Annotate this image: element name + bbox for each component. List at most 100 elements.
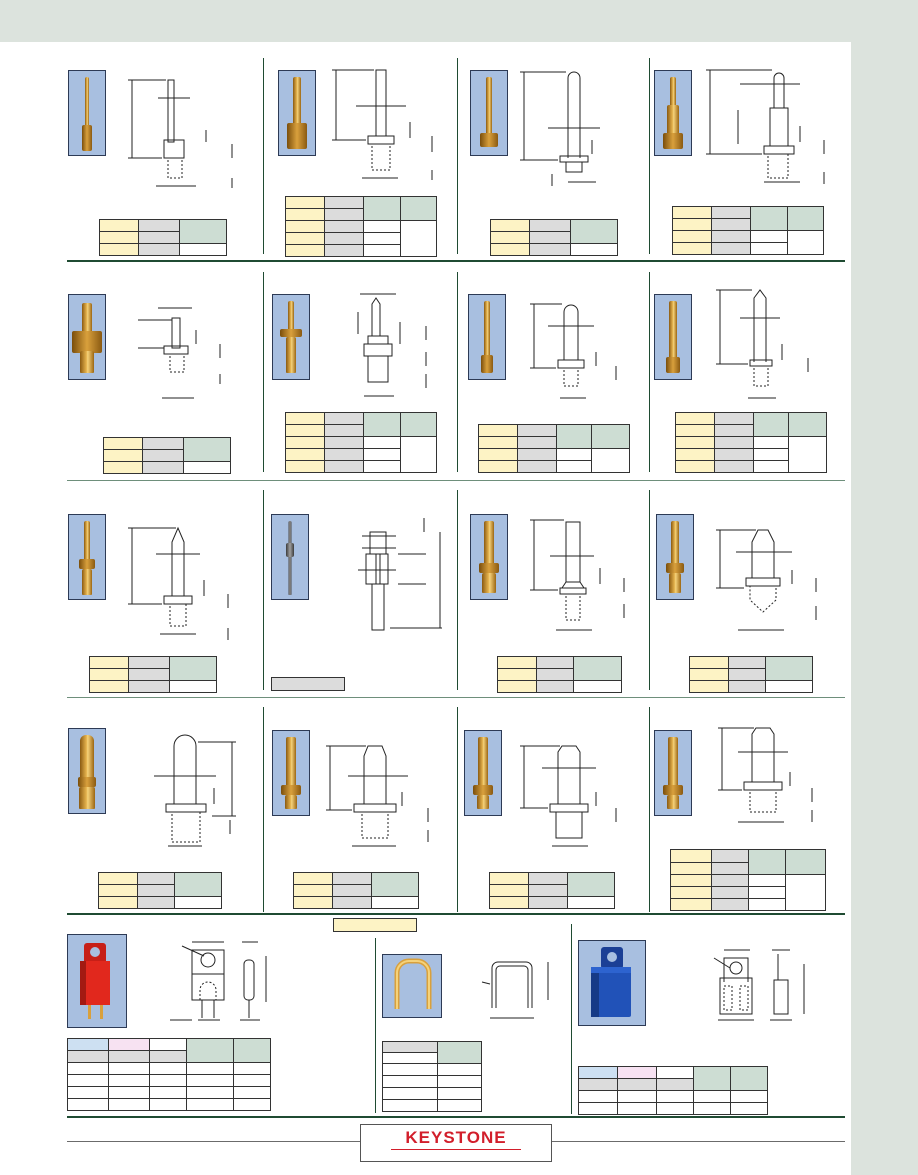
row-divider	[67, 260, 845, 262]
product-photo	[470, 514, 508, 600]
spec-table	[497, 656, 622, 693]
pin-icon	[667, 795, 679, 809]
collar-icon	[72, 331, 102, 353]
dimension-drawing	[520, 745, 617, 847]
spec-table	[285, 412, 437, 473]
spec-table	[672, 206, 824, 255]
pin-icon	[667, 105, 679, 135]
dimension-drawing	[530, 519, 625, 631]
column-divider	[263, 707, 264, 912]
pin-icon	[670, 77, 676, 107]
spec-table	[478, 424, 630, 473]
product-photo	[68, 294, 106, 380]
product-photo	[68, 514, 106, 600]
dimension-drawing	[718, 727, 813, 823]
section-tag	[333, 918, 417, 932]
collar-icon	[479, 563, 499, 573]
brand-logo-text: KEYSTONE	[405, 1128, 507, 1147]
column-divider	[457, 272, 458, 472]
spec-table	[89, 656, 217, 693]
product-photo	[271, 514, 309, 600]
product-photo	[578, 940, 646, 1026]
dimension-drawing	[716, 289, 809, 399]
spec-table	[293, 872, 419, 909]
collar-icon	[287, 123, 307, 149]
product-photo	[68, 70, 106, 156]
pin-icon	[668, 737, 678, 787]
product-photo	[654, 294, 692, 380]
column-divider	[263, 490, 264, 690]
pin-icon	[669, 573, 681, 593]
collar-icon	[666, 357, 680, 373]
collar-icon	[82, 125, 92, 151]
row-divider	[67, 1116, 845, 1118]
dimension-drawing	[481, 961, 549, 1019]
column-divider	[457, 58, 458, 254]
pin-icon	[80, 735, 94, 779]
blue-jumper-icon	[591, 947, 631, 1017]
pin-icon	[484, 301, 490, 357]
dimension-drawing	[170, 941, 267, 1021]
product-photo	[382, 954, 442, 1018]
product-photo	[67, 934, 127, 1028]
spec-table	[689, 656, 813, 693]
dimension-drawing	[520, 71, 600, 186]
dimension-drawing	[706, 69, 825, 184]
pin-icon	[84, 521, 90, 561]
spec-table	[490, 219, 618, 256]
pin-icon	[85, 77, 89, 127]
pin-icon	[288, 301, 294, 331]
collar-icon	[79, 559, 95, 569]
top-bar	[0, 0, 918, 42]
footer-rule	[552, 1141, 845, 1142]
pin-icon	[478, 737, 488, 787]
footer-rule	[67, 1141, 360, 1142]
pin-icon	[477, 795, 489, 809]
pin-icon	[671, 521, 679, 565]
pin-icon	[286, 737, 296, 787]
spec-table	[98, 872, 222, 909]
dimension-drawing	[716, 529, 817, 631]
product-photo	[468, 294, 506, 380]
collar-icon	[78, 777, 96, 787]
collar-icon	[473, 785, 493, 795]
spec-table	[670, 849, 826, 911]
spec-table	[103, 437, 231, 474]
pin-icon	[484, 521, 494, 565]
dimension-drawing	[332, 69, 433, 180]
dimension-drawing	[128, 526, 229, 640]
column-divider	[375, 938, 376, 1113]
pin-icon	[293, 77, 301, 129]
spec-table	[578, 1066, 768, 1115]
spec-table	[675, 412, 827, 473]
logo-underline	[391, 1149, 521, 1150]
red-jumper-icon	[80, 943, 110, 1019]
pin-icon	[482, 573, 496, 593]
dimension-drawing	[128, 79, 233, 188]
product-photo	[654, 730, 692, 816]
dimension-drawing	[357, 293, 427, 397]
row-divider	[67, 480, 845, 481]
dimension-drawing	[530, 303, 617, 399]
u-jumper-icon	[394, 958, 432, 1009]
collar-icon	[666, 563, 684, 573]
row-divider	[67, 913, 845, 915]
product-photo	[272, 730, 310, 816]
column-divider	[649, 58, 650, 254]
pin-icon	[285, 795, 297, 809]
collar-icon	[663, 785, 683, 795]
product-photo	[656, 514, 694, 600]
row-divider	[67, 697, 845, 698]
column-divider	[457, 707, 458, 912]
column-divider	[457, 490, 458, 690]
pin-icon	[286, 337, 296, 373]
pin-icon	[79, 787, 95, 809]
brand-logo: KEYSTONE	[360, 1124, 552, 1162]
spec-table	[99, 219, 227, 256]
right-sidebar	[851, 0, 918, 1175]
product-photo	[68, 728, 106, 814]
column-divider	[649, 707, 650, 912]
column-divider	[649, 490, 650, 690]
column-divider	[263, 272, 264, 472]
collar-icon	[481, 355, 493, 373]
